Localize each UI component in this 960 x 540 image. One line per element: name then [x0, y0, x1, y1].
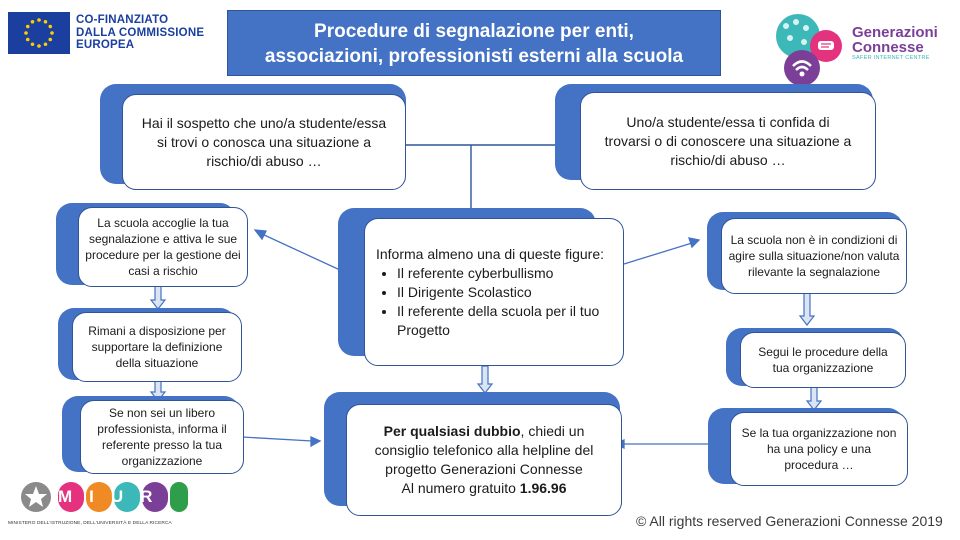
eu-star [43, 19, 48, 24]
box-inform-figures: Informa almeno una di queste figure: Il … [364, 218, 624, 366]
box-suspect-situation: Hai il sospetto che uno/a studente/essa … [122, 94, 406, 190]
eu-label-line2: DALLA COMMISSIONE [76, 26, 205, 39]
box-school-cannot-act-text: La scuola non è in condizioni di agire s… [728, 233, 900, 279]
eu-star [30, 42, 35, 47]
box-remain-available-text: Rimani a disposizione per supportare la … [88, 324, 226, 370]
eu-star [37, 18, 41, 22]
helpline-number-label: Al numero gratuito [401, 480, 520, 496]
eu-star [25, 24, 30, 29]
down-arrow-right-1 [798, 292, 816, 326]
eu-star [48, 24, 53, 29]
eu-cofinance-label: CO-FINANZIATO DALLA COMMISSIONE EUROPEA [76, 14, 204, 52]
box-student-confides: Uno/a studente/essa ti confida di trovar… [580, 92, 876, 190]
miur-label: MINISTERO DELL'ISTRUZIONE, DELL'UNIVERSI… [8, 521, 172, 526]
box-suspect-text: Hai il sospetto che uno/a studente/essa … [141, 114, 387, 169]
box-school-accepts: La scuola accoglie la tua segnalazione e… [78, 207, 248, 287]
arrow-center-to-left [261, 233, 341, 271]
gc-logo-tagline: SAFER INTERNET CENTRE [852, 55, 930, 61]
gc-name-line2: Connesse [852, 39, 924, 56]
helpline-body: , chiedi un consiglio telefonico alla he… [374, 423, 594, 477]
helpline-bold: Per qualsiasi dubbio [383, 423, 521, 439]
generazioni-connesse-logo-icon [776, 14, 842, 86]
down-arrow-center [476, 365, 494, 394]
title-line-1: Procedure di segnalazione per enti, [314, 21, 634, 42]
box-no-policy: Se la tua organizzazione non ha una poli… [730, 412, 908, 486]
copyright-footer: © All rights reserved Generazioni Connes… [636, 513, 943, 529]
box-school-cannot-act: La scuola non è in condizioni di agire s… [721, 218, 907, 294]
figure-item-cyberbullismo: Il referente cyberbullismo [397, 264, 605, 283]
eu-flag-logo [8, 12, 70, 54]
gc-name-line1: Generazioni [852, 24, 938, 41]
box-no-policy-text: Se la tua organizzazione non ha una poli… [741, 426, 897, 472]
miur-logo-icon [21, 482, 188, 512]
gc-logo-name: Generazioni Connesse [852, 25, 938, 55]
eu-stars-icon [8, 12, 70, 54]
eu-star [37, 44, 41, 48]
box-remain-available: Rimani a disposizione per supportare la … [72, 312, 242, 382]
box-follow-procedures-text: Segui le procedure della tua organizzazi… [758, 345, 888, 375]
arrowhead-right [688, 237, 701, 249]
down-arrow-left-1 [149, 285, 167, 310]
italian-emblem-icon [21, 482, 51, 512]
inform-intro: Informa almeno una di queste figure: [375, 245, 605, 262]
page-title: Procedure di segnalazione per enti, asso… [227, 10, 721, 76]
box-confides-text: Uno/a studente/essa ti confida di trovar… [604, 113, 852, 168]
title-line-2: associazioni, professionisti esterni all… [264, 46, 684, 67]
eu-star [30, 19, 35, 24]
eu-star [50, 31, 54, 35]
box-inform-organization-text: Se non sei un libero professionista, inf… [97, 406, 227, 468]
eu-star [24, 31, 28, 35]
arrow-left-to-bottom [241, 436, 313, 442]
arrow-center-to-right [623, 242, 693, 265]
helpline-text: Per qualsiasi dubbio, chiedi un consigli… [359, 422, 609, 479]
helpline-number-line: Al numero gratuito 1.96.96 [359, 479, 609, 498]
figure-item-referente-progetto: Il referente della scuola per il tuo Pro… [397, 302, 605, 340]
eu-star [48, 37, 53, 42]
box-follow-procedures: Segui le procedure della tua organizzazi… [740, 332, 906, 388]
eu-star [43, 42, 48, 47]
arrowhead-left [253, 229, 268, 241]
eu-label-line3: EUROPEA [76, 39, 135, 51]
box-helpline: Per qualsiasi dubbio, chiedi un consigli… [346, 404, 622, 516]
figure-item-dirigente: Il Dirigente Scolastico [397, 283, 605, 302]
eu-star [25, 37, 30, 42]
helpline-number: 1.96.96 [519, 480, 567, 496]
box-inform-organization: Se non sei un libero professionista, inf… [80, 400, 244, 474]
box-school-accepts-text: La scuola accoglie la tua segnalazione e… [85, 216, 241, 278]
arrowhead-left-bottom [310, 435, 322, 448]
miur-logo-text: MIUR [58, 487, 170, 506]
down-arrow-right-2 [805, 385, 823, 411]
eu-label-line1: CO-FINANZIATO [76, 14, 169, 26]
figures-list: Il referente cyberbullismo Il Dirigente … [375, 264, 605, 340]
